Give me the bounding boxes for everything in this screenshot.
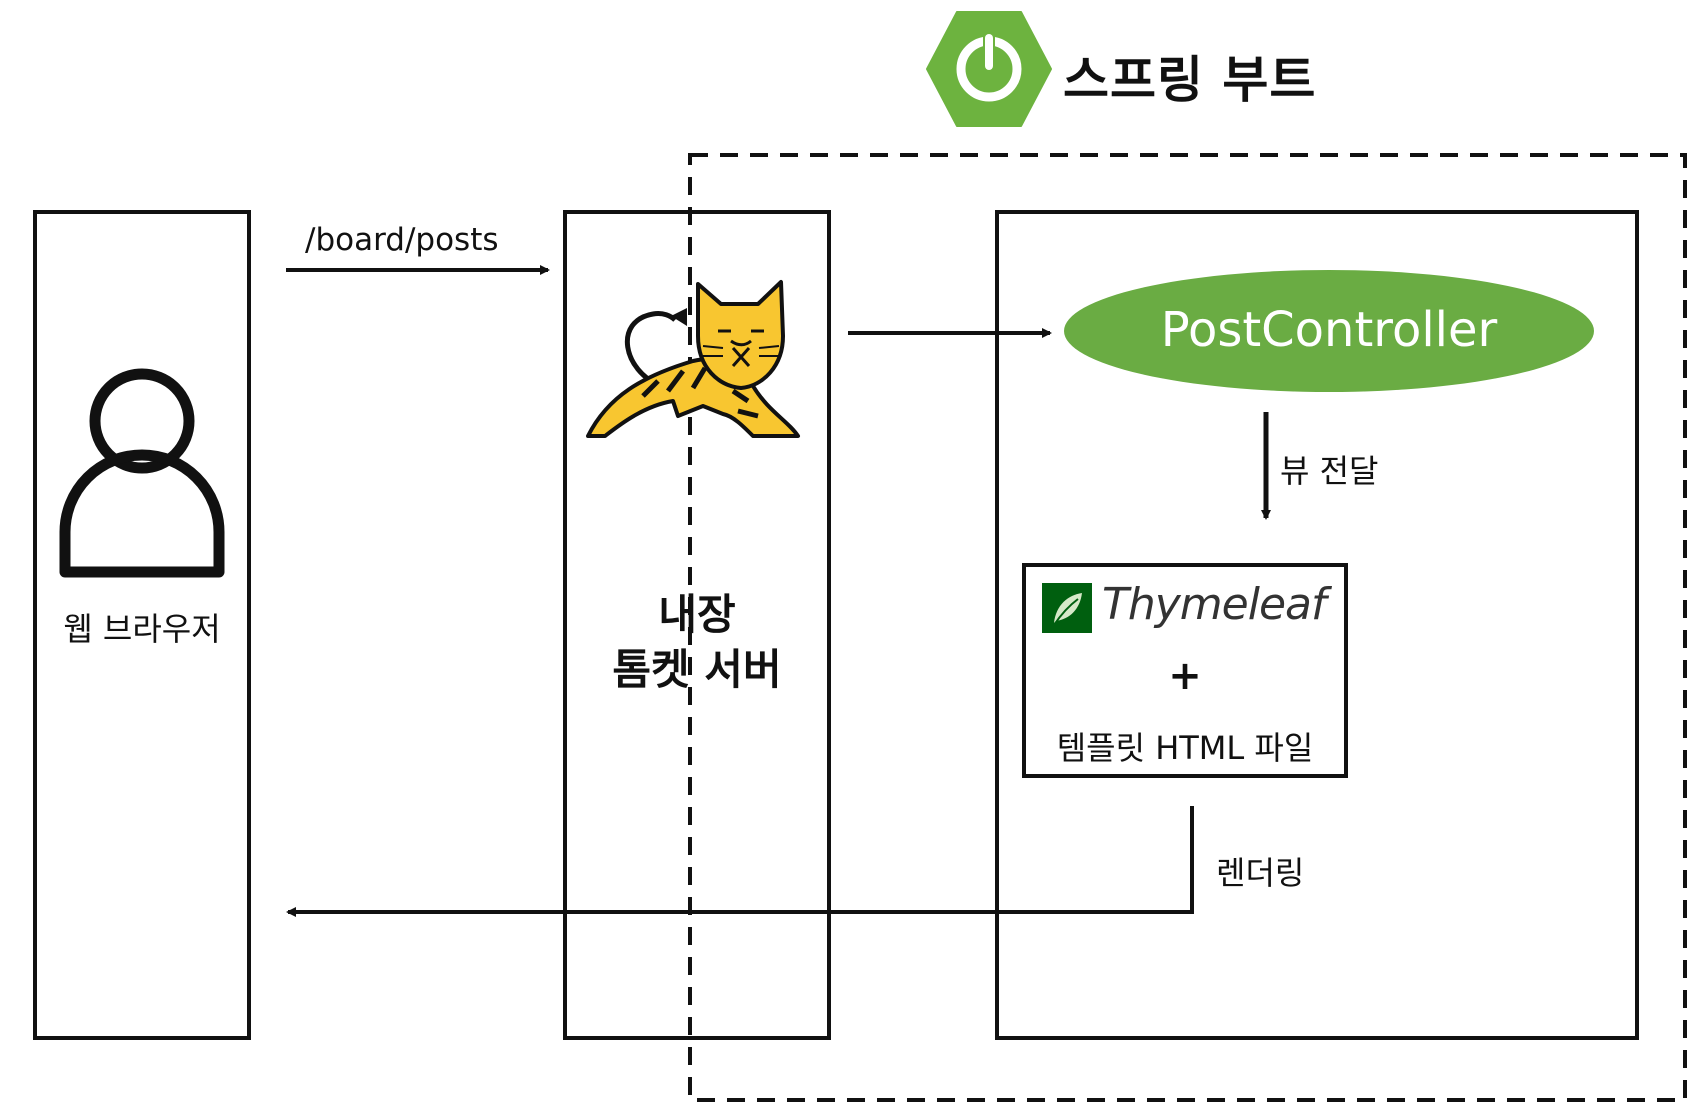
tomcat-cat-icon — [586, 280, 800, 438]
spring-boot-boundary — [688, 153, 1687, 1102]
view-transfer-label: 뷰 전달 — [1280, 452, 1379, 490]
plus-sign: + — [1168, 653, 1202, 699]
spring-power-icon — [926, 11, 1052, 127]
thymeleaf-leaf-icon — [1042, 583, 1092, 633]
browser-box: 웹 브라우저 — [33, 210, 251, 1040]
browser-label: 웹 브라우저 — [63, 610, 221, 648]
spring-boot-header: 스프링 부트 — [925, 10, 1325, 130]
user-icon — [59, 368, 225, 578]
spring-app-box — [995, 210, 1639, 1040]
template-caption: 템플릿 HTML 파일 — [1056, 729, 1314, 767]
post-controller-node — [1064, 270, 1594, 392]
tomcat-label-line1: 내장 — [658, 590, 736, 639]
thymeleaf-logo-text: Thymeleaf — [1102, 579, 1326, 630]
template-box: Thymeleaf + 템플릿 HTML 파일 — [1022, 563, 1348, 778]
post-controller-label: PostController — [1160, 302, 1498, 358]
spring-boot-title: 스프링 부트 — [1063, 51, 1317, 109]
request-path-label: /board/posts — [305, 222, 499, 258]
render-label: 렌더링 — [1216, 854, 1305, 892]
tomcat-label-line2: 톰켓 서버 — [612, 645, 782, 694]
tomcat-box: 내장 톰켓 서버 — [563, 210, 831, 1040]
render-response-arrow — [286, 806, 1194, 917]
